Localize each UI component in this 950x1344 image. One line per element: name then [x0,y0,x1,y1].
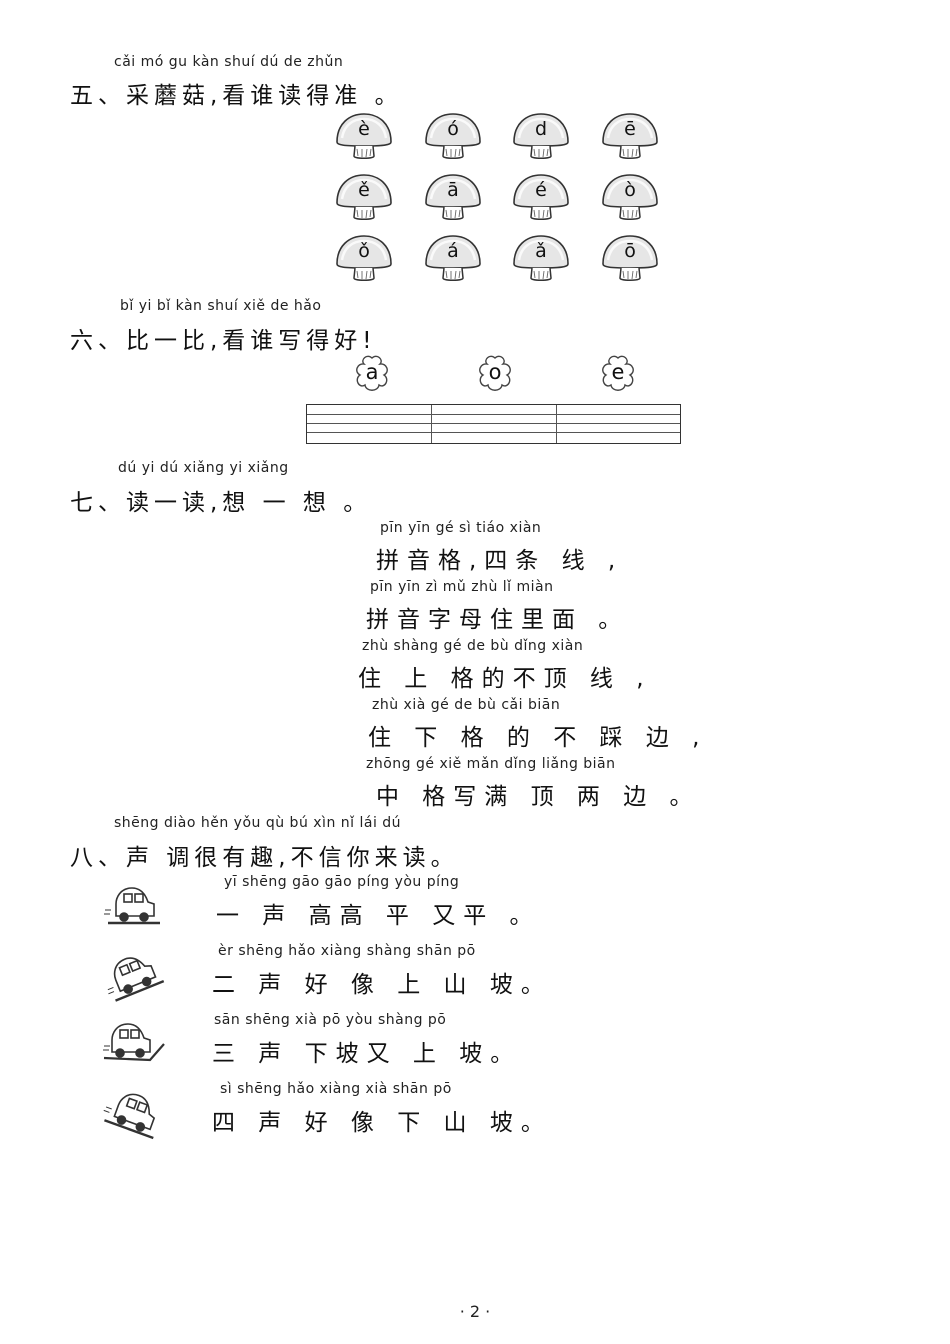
section7-title: 七、读一读,想 一 想 。 [70,490,372,516]
flower-letter: a [365,360,379,384]
section6-pinyin: bǐ yi bǐ kàn shuí xiě de hǎo [120,298,322,314]
flower-icon [356,355,388,391]
mushroom-letter: ǒ [334,234,394,282]
poem-line-5: 中 格写满 顶 两 边 。 [376,784,701,810]
mushroom-letter-text: è [358,118,370,140]
mushroom-letter-text: ó [447,118,459,140]
mushroom-letter: ò [600,173,660,221]
mushroom-letter-text: ō [624,240,636,262]
flower-letter-a: a [353,354,391,392]
mushroom-letter-text: ā [447,179,459,201]
mushroom-icon [336,235,392,281]
mushroom-icon [336,113,392,159]
mushroom-letter: è [334,112,394,160]
grid-divider [431,405,432,443]
car-uphill-icon [102,945,166,1005]
mushroom-icon [513,235,569,281]
car-dip-icon [102,1014,166,1074]
poem-pinyin-5: zhōng gé xiě mǎn dǐng liǎng biān [366,756,616,772]
poem-pinyin-3: zhù shàng gé de bù dǐng xiàn [362,638,584,654]
section8-pinyin: shēng diào hěn yǒu qù bú xìn nǐ lái dú [114,815,402,831]
mushroom-letter: ě [334,173,394,221]
tone3-pinyin: sān shēng xià pō yòu shàng pō [214,1012,447,1028]
mushroom-letter: á [423,234,483,282]
mushroom-icon [513,113,569,159]
mushroom-letter: ā [423,173,483,221]
flower-letter-e: e [599,354,637,392]
car-downhill-icon [102,1083,166,1143]
tone3-line: 三 声 下坡又 上 坡。 [212,1041,522,1067]
mushroom-icon [336,174,392,220]
flower-letter-o: o [476,354,514,392]
flower-icon [602,355,634,391]
mushroom-letter-text: d [534,118,548,140]
section5-title: 五、采蘑菇,看谁读得准 。 [70,83,403,109]
poem-line-4: 住 下 格 的 不 踩 边 , [368,725,708,751]
tone4-pinyin: sì shēng hǎo xiàng xià shān pō [220,1081,452,1097]
mushroom-icon [602,235,658,281]
grid-divider [556,405,557,443]
mushroom-letter-text: ē [624,118,636,140]
mushroom-letter-text: é [535,179,547,201]
mushroom-letter-text: ò [624,179,636,201]
mushroom-icon [602,113,658,159]
pinyin-writing-grid[interactable] [306,404,681,444]
poem-pinyin-2: pīn yīn zì mǔ zhù lǐ miàn [370,579,554,595]
mushroom-letter: ó [423,112,483,160]
section8-title: 八、声 调很有趣,不信你来读。 [70,845,459,871]
car-flat-icon [102,876,166,936]
flower-letter: e [611,360,625,384]
tone2-pinyin: èr shēng hǎo xiàng shàng shān pō [218,943,476,959]
mushroom-letter-text: ǒ [358,240,370,262]
mushroom-icon [425,113,481,159]
section5-pinyin: cǎi mó gu kàn shuí dú de zhǔn [114,54,344,70]
tone1-pinyin: yī shēng gāo gāo píng yòu píng [224,874,460,890]
poem-line-3: 住 上 格的不顶 线 , [358,666,652,692]
tone1-line: 一 声 高高 平 又平 。 [216,903,541,929]
poem-pinyin-4: zhù xià gé de bù cǎi biān [372,697,561,713]
poem-line-2: 拼音字母住里面 。 [366,607,630,633]
flower-letter: o [488,360,502,384]
grid-line [307,432,680,433]
mushroom-letter-text: ě [358,179,370,201]
mushroom-letter-text: ǎ [535,240,547,262]
mushroom-icon [602,174,658,220]
poem-pinyin-1: pīn yīn gé sì tiáo xiàn [380,520,542,536]
flower-icon [479,355,511,391]
mushroom-letter: ē [600,112,660,160]
section6-title: 六、比一比,看谁写得好! [70,328,377,354]
mushroom-letter-text: á [447,240,459,262]
page-number: · 2 · [459,1302,491,1321]
mushroom-letter: d [511,112,571,160]
mushroom-letter: ō [600,234,660,282]
section7-pinyin: dú yi dú xiǎng yi xiǎng [118,460,289,476]
grid-line [307,414,680,415]
mushroom-letter: ǎ [511,234,571,282]
mushroom-icon [513,174,569,220]
tone4-line: 四 声 好 像 下 山 坡。 [212,1110,552,1136]
poem-line-1: 拼音格,四条 线 , [376,548,624,574]
tone2-line: 二 声 好 像 上 山 坡。 [212,972,552,998]
mushroom-icon [425,235,481,281]
grid-line [307,423,680,424]
mushroom-icon [425,174,481,220]
mushroom-letter: é [511,173,571,221]
